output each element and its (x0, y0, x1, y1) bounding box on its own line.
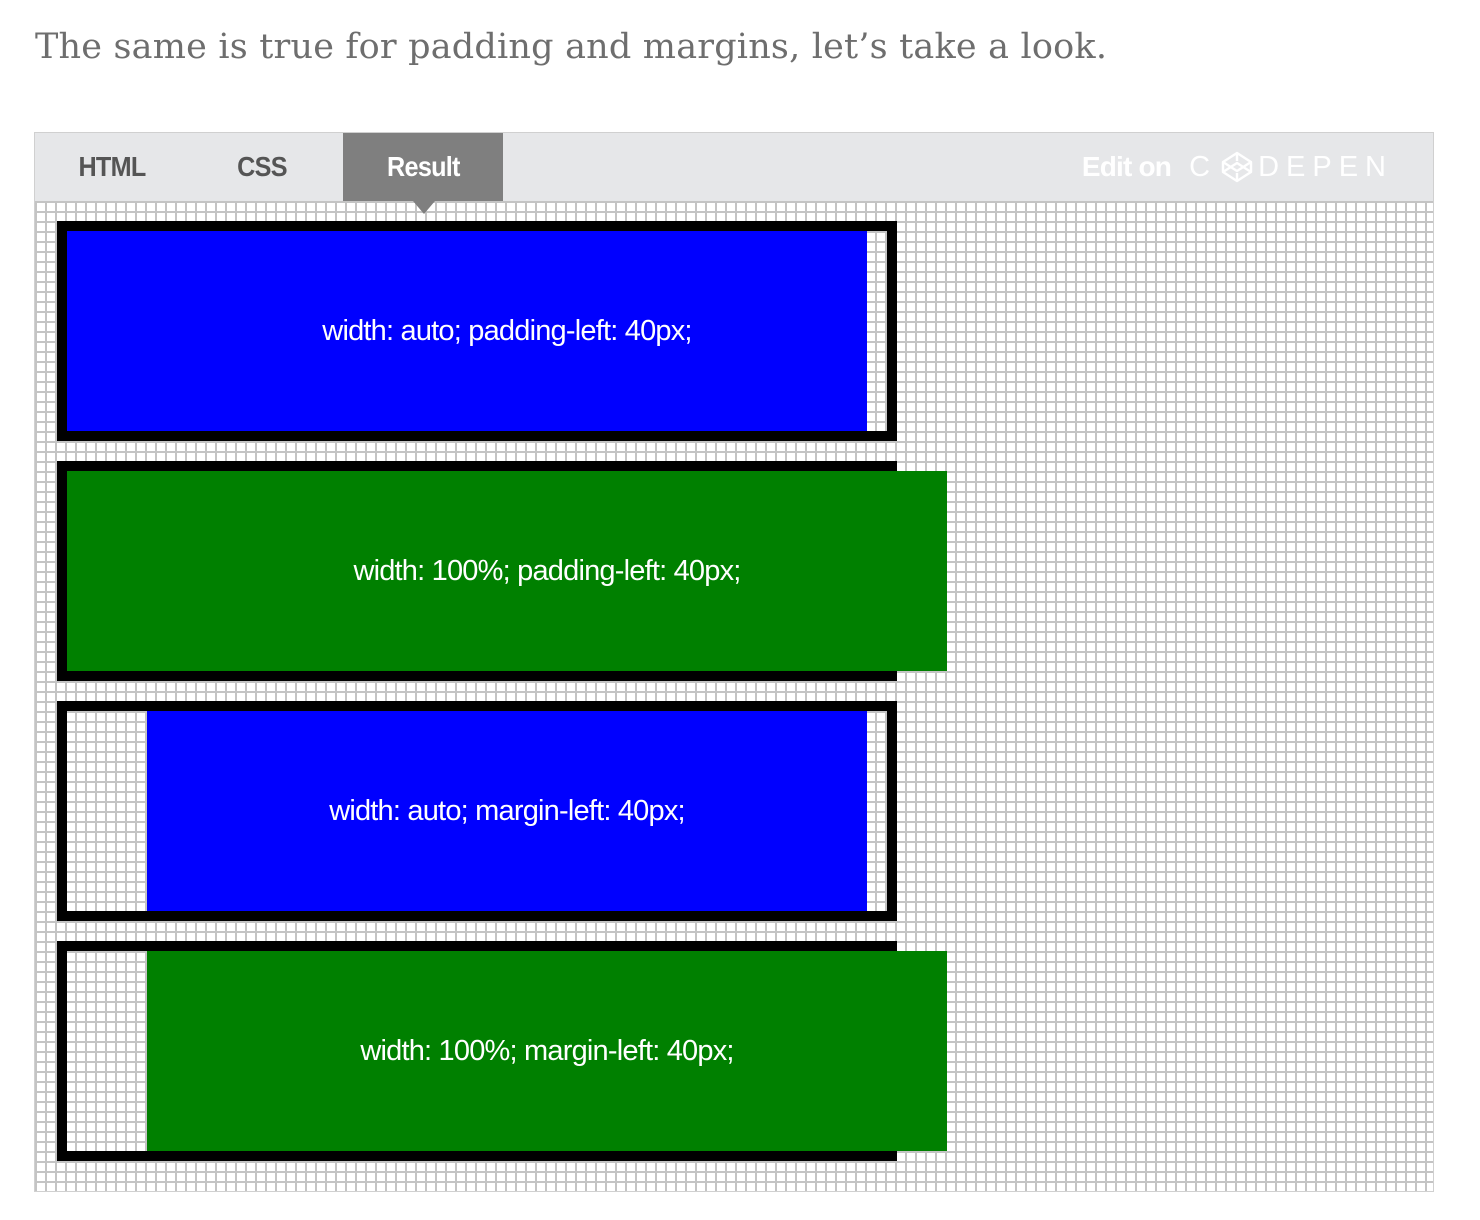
codepen-cube-icon (1221, 151, 1253, 183)
container-box-2: width: 100%; padding-left: 40px; (57, 461, 947, 681)
codepen-embed: HTML CSS Result Edit on C DEPEN (34, 132, 1434, 1192)
tab-html[interactable]: HTML (78, 151, 146, 182)
codepen-logo-letter-c: C (1189, 150, 1218, 183)
demo-box-100-margin: width: 100%; margin-left: 40px; (147, 951, 947, 1151)
embed-tab-bar: HTML CSS Result Edit on C DEPEN (35, 133, 1433, 201)
container-box-1: width: auto; padding-left: 40px; (57, 221, 897, 441)
codepen-logo: C DEPEN (1189, 150, 1393, 184)
intro-paragraph: The same is true for padding and margins… (35, 27, 1108, 67)
tab-css[interactable]: CSS (237, 151, 287, 182)
demo-box-100-padding: width: 100%; padding-left: 40px; (67, 471, 947, 671)
edit-on-label: Edit on (1081, 151, 1172, 182)
codepen-logo-letters-depen: DEPEN (1258, 150, 1393, 183)
tab-result[interactable]: Result (343, 133, 503, 201)
result-preview: width: auto; padding-left: 40px; width: … (35, 201, 1433, 1191)
tab-result-label: Result (386, 151, 460, 182)
active-tab-pointer (413, 201, 435, 214)
container-box-3: width: auto; margin-left: 40px; (57, 701, 897, 921)
container-box-4: width: 100%; margin-left: 40px; (57, 941, 947, 1161)
demo-box-auto-margin: width: auto; margin-left: 40px; (147, 711, 867, 911)
edit-on-codepen-link[interactable]: Edit on C DEPEN (1082, 133, 1393, 201)
demo-box-auto-padding: width: auto; padding-left: 40px; (67, 231, 867, 431)
